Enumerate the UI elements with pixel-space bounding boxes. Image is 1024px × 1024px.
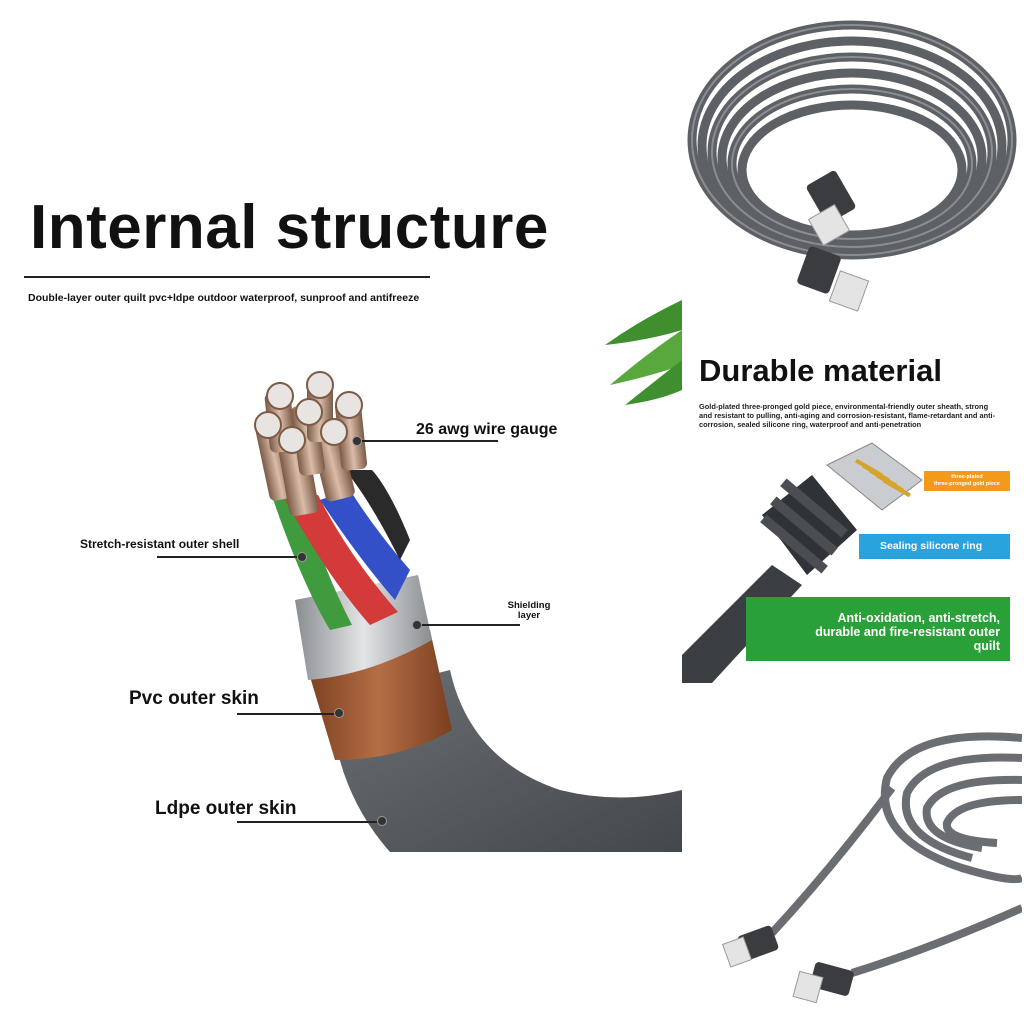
internal-structure-subtitle: Double-layer outer quilt pvc+ldpe outdoo…: [28, 292, 420, 304]
red-core: [285, 495, 398, 625]
callout-outer-shell-label: Stretch-resistant outer shell: [80, 537, 240, 551]
callout-ldpe-label: Ldpe outer skin: [155, 798, 297, 819]
callout-shielding-line1: Shielding: [507, 600, 551, 611]
rj45-plug-lower: [797, 246, 870, 312]
title-underline: [24, 276, 430, 278]
callout-pvc-dot: [334, 708, 344, 718]
callout-outer-shell-dot: [297, 552, 307, 562]
callout-ldpe-leader: [237, 821, 383, 823]
badge-gold-line2: three-pronged gold piece: [933, 481, 1000, 487]
blue-core: [320, 490, 410, 600]
green-core: [270, 485, 352, 630]
coiled-cable-photo: [684, 0, 1020, 320]
copper-strands: [254, 371, 367, 517]
badge-sealing-ring: Sealing silicone ring: [859, 534, 1010, 559]
badge-gold-line1: three-plated: [951, 474, 983, 480]
black-core: [345, 470, 410, 560]
durable-material-title: Durable material: [699, 353, 942, 388]
callout-shielding-dot: [412, 620, 422, 630]
callout-pvc-leader: [237, 713, 340, 715]
callout-outer-shell-leader: [157, 556, 301, 558]
callout-shielding-leader: [420, 624, 520, 626]
badge-anti-line1: Anti-oxidation, anti-stretch,: [837, 611, 1001, 625]
leaf-decoration: [605, 300, 682, 405]
callout-wire-gauge-label: 26 awg wire gauge: [416, 421, 558, 438]
badge-anti-line3: quilt: [973, 639, 1000, 653]
rj45-plug-right: [792, 962, 854, 1004]
rj45-plug-upper: [806, 170, 856, 247]
rj45-plug-left: [721, 925, 779, 968]
badge-gold-pronged: three-plated three-pronged gold piece: [924, 471, 1010, 491]
durable-material-description: Gold-plated three-pronged gold piece, en…: [699, 402, 996, 429]
callout-pvc-label: Pvc outer skin: [129, 688, 259, 709]
badge-anti-oxidation: Anti-oxidation, anti-stretch, durable an…: [746, 597, 1010, 661]
loose-cable-photo: [721, 732, 1022, 1004]
callout-shielding-label: Shielding layer: [500, 601, 558, 621]
callout-shielding-line2: layer: [517, 610, 541, 621]
callout-wire-gauge-leader: [356, 440, 498, 442]
rj45-connector-closeup: [682, 442, 923, 683]
badge-anti-line2: durable and fire-resistant outer: [815, 625, 1000, 639]
internal-structure-title: Internal structure: [30, 193, 549, 262]
callout-wire-gauge-dot: [352, 436, 362, 446]
callout-ldpe-dot: [377, 816, 387, 826]
